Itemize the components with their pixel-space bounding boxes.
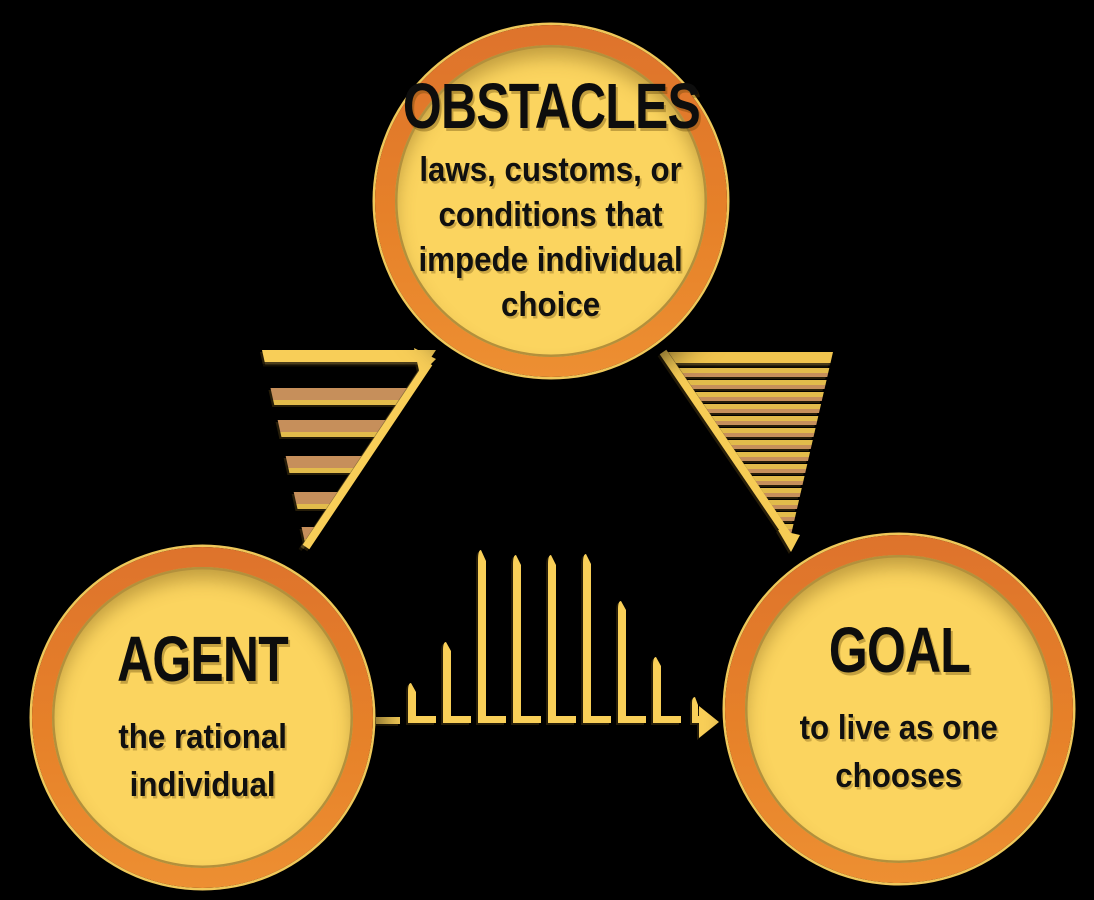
obstacles-title: OBSTACLES	[402, 70, 700, 142]
arrow-obstacles-to-goal-icon	[659, 349, 833, 552]
agent-title: AGENT	[117, 622, 289, 695]
arrow-agent-to-goal-icon	[376, 550, 719, 738]
arrow-agent-to-obstacles-icon	[262, 348, 436, 550]
goal-title: GOAL	[828, 614, 970, 686]
